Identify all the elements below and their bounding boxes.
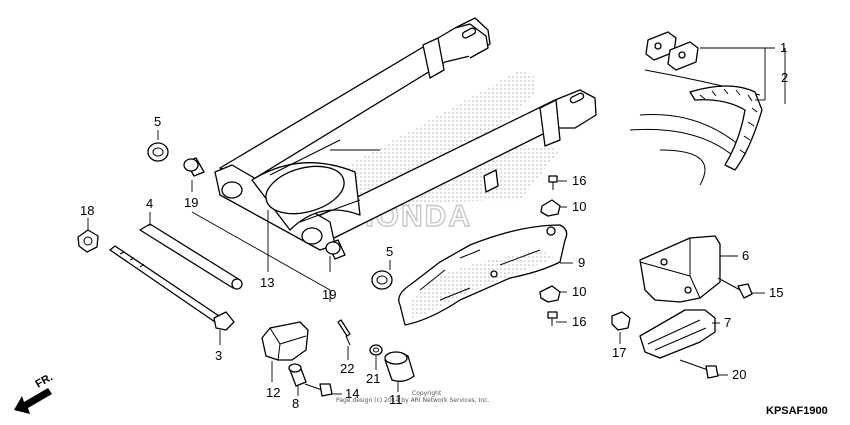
pivot-bearing-5-lower[interactable] (371, 270, 393, 290)
pivot-collar-4[interactable] (139, 223, 243, 290)
chain-guide[interactable] (639, 235, 721, 303)
callout-5-lower[interactable]: 5 (386, 244, 393, 259)
front-direction-arrow: FR. (14, 371, 55, 414)
slider-rubber-10-upper[interactable] (540, 199, 561, 217)
pivot-bushing-19-left[interactable] (183, 157, 205, 177)
callout-12[interactable]: 12 (266, 385, 280, 400)
callout-3[interactable]: 3 (215, 348, 222, 363)
callout-17[interactable]: 17 (612, 345, 626, 360)
chain-slider[interactable] (398, 224, 568, 326)
leader-lines (87, 47, 786, 396)
callout-18[interactable]: 18 (80, 203, 94, 218)
callout-11[interactable]: 11 (389, 392, 403, 407)
callout-16-lower[interactable]: 16 (572, 314, 586, 329)
callout-15[interactable]: 15 (769, 285, 783, 300)
nut-17[interactable] (611, 311, 631, 331)
collar-8[interactable] (288, 363, 307, 387)
callout-21[interactable]: 21 (366, 371, 380, 386)
callout-10-upper[interactable]: 10 (572, 199, 586, 214)
callouts: 1 2 3 4 5 5 6 7 8 9 10 10 11 12 13 14 15… (80, 40, 788, 411)
swingarm[interactable] (214, 17, 597, 251)
callout-5-upper[interactable]: 5 (154, 114, 161, 129)
callout-10-lower[interactable]: 10 (572, 284, 586, 299)
callout-7[interactable]: 7 (724, 315, 731, 330)
bolt-20[interactable] (679, 359, 719, 379)
washer-21[interactable] (369, 344, 383, 356)
callout-2[interactable]: 2 (781, 70, 788, 85)
bolt-14[interactable] (304, 383, 333, 397)
callout-13[interactable]: 13 (260, 275, 274, 290)
pivot-bushing-19-right[interactable] (325, 239, 346, 260)
chain-master-link[interactable] (645, 31, 699, 71)
callout-19-left[interactable]: 19 (184, 195, 198, 210)
callout-4[interactable]: 4 (146, 196, 153, 211)
pivot-nut-18[interactable] (77, 229, 99, 253)
slider-rubber-10-lower[interactable] (539, 285, 561, 303)
bolt-16-upper[interactable] (548, 175, 558, 190)
callout-14[interactable]: 14 (345, 386, 359, 401)
callout-8[interactable]: 8 (292, 396, 299, 411)
callout-9[interactable]: 9 (578, 255, 585, 270)
copyright-line-1: Copyright (412, 390, 442, 397)
pivot-bearing-5-upper[interactable] (147, 142, 169, 162)
chain-guide-slider[interactable] (639, 309, 716, 359)
callout-16-upper[interactable]: 16 (572, 173, 586, 188)
callout-1[interactable]: 1 (780, 40, 787, 55)
front-direction-label: FR. (34, 371, 55, 390)
callout-20[interactable]: 20 (732, 367, 746, 382)
diagram-code: KPSAF1900 (766, 405, 828, 417)
callout-6[interactable]: 6 (742, 248, 749, 263)
bolt-16-lower[interactable] (547, 311, 558, 326)
copyright-line-2: Page design (c) 2014 by ARI Network Serv… (336, 397, 489, 404)
callout-22[interactable]: 22 (340, 361, 354, 376)
callout-19-right[interactable]: 19 (322, 287, 336, 302)
drive-chain[interactable] (629, 69, 763, 186)
collar-11[interactable] (384, 351, 415, 382)
brake-hose-guide-12[interactable] (261, 321, 309, 361)
bolt-15[interactable] (717, 277, 753, 299)
pivot-bolt-3[interactable] (109, 245, 235, 331)
cotter-pin-22[interactable] (337, 319, 351, 346)
